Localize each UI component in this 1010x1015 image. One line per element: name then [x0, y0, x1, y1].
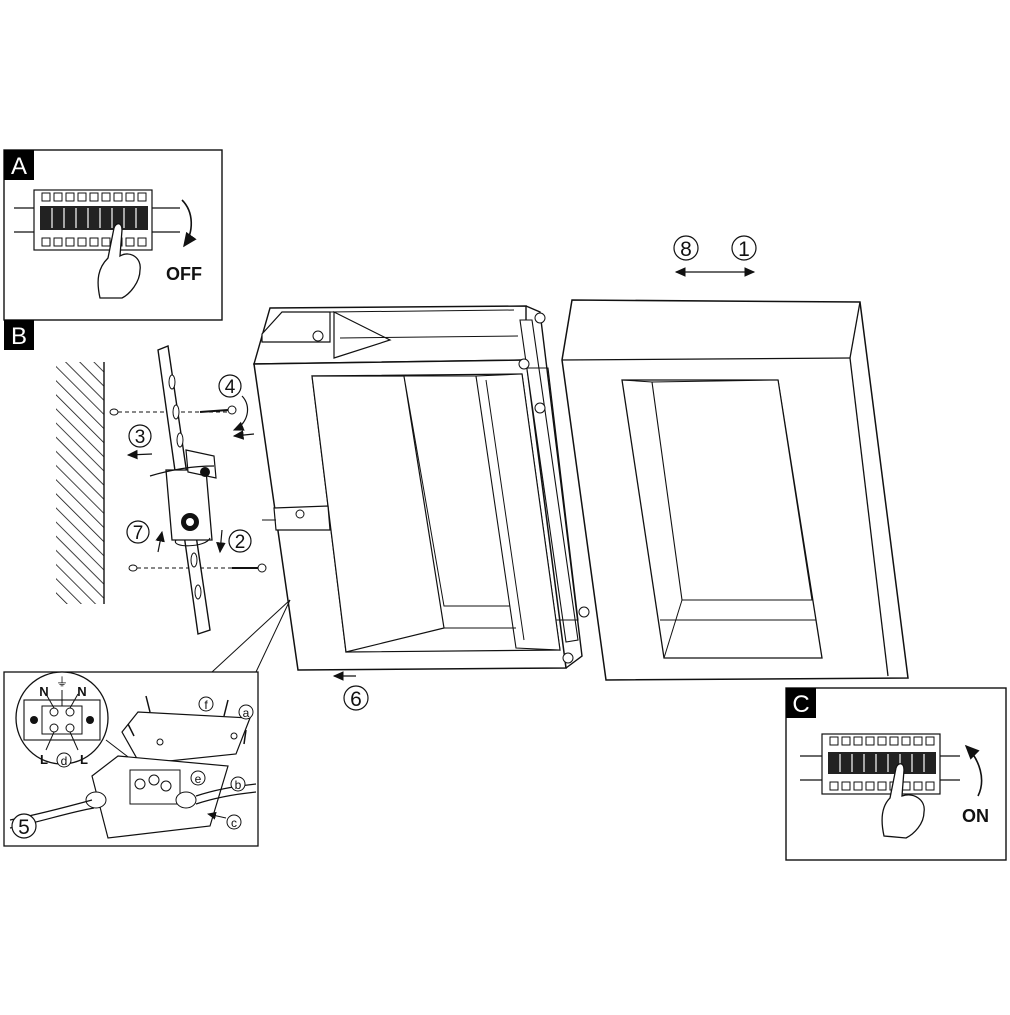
part-c: c: [231, 816, 237, 830]
panel-c-label: C: [792, 691, 809, 718]
off-label: OFF: [166, 264, 202, 284]
hand-icon: [881, 763, 925, 839]
terminal-l-right: L: [80, 752, 88, 767]
terminal-l-left: L: [40, 752, 48, 767]
step-3: 3: [135, 427, 146, 448]
part-f: f: [204, 698, 208, 712]
panel-b-label: B: [11, 323, 27, 350]
step-2: 2: [235, 532, 246, 553]
wall: [56, 362, 104, 604]
wiring-detail: N ⏚ N L d L f a e b: [3, 599, 291, 847]
lamp-cover: [561, 299, 909, 681]
terminal-n-right: N: [77, 684, 86, 699]
step-7: 7: [133, 523, 144, 544]
switch-on-arrow: [964, 744, 983, 797]
lamp-housing-base: 6: [253, 305, 590, 711]
switch-off-arrow: [181, 199, 197, 248]
part-b: b: [235, 778, 242, 792]
panel-b: B: [4, 320, 267, 635]
terminal-earth: ⏚: [56, 675, 68, 689]
panel-a-label-box: [4, 150, 34, 180]
breaker-strip-c: [821, 733, 941, 795]
part-d: d: [61, 754, 68, 768]
step-5: 5: [18, 816, 30, 839]
part-a: a: [243, 706, 250, 720]
step-6: 6: [350, 688, 362, 711]
panel-a-label: A: [11, 153, 27, 180]
on-label: ON: [962, 806, 989, 826]
step-4: 4: [225, 377, 236, 398]
part-e: e: [195, 772, 202, 786]
screw-bottom: [232, 563, 267, 573]
steps-8-1: 8 1: [673, 235, 757, 277]
panel-c-label-box: [786, 688, 816, 718]
hand-icon: [97, 223, 141, 299]
step-1: 1: [738, 238, 750, 261]
panel-b-label-box: [4, 320, 34, 350]
mounting-bracket: [149, 345, 217, 635]
panel-c: C: [785, 687, 1007, 861]
screw-top: [199, 405, 237, 415]
breaker-strip-a: [33, 189, 153, 251]
panel-a: A: [3, 149, 223, 321]
terminal-n-left: N: [39, 684, 48, 699]
step-8: 8: [680, 238, 692, 261]
